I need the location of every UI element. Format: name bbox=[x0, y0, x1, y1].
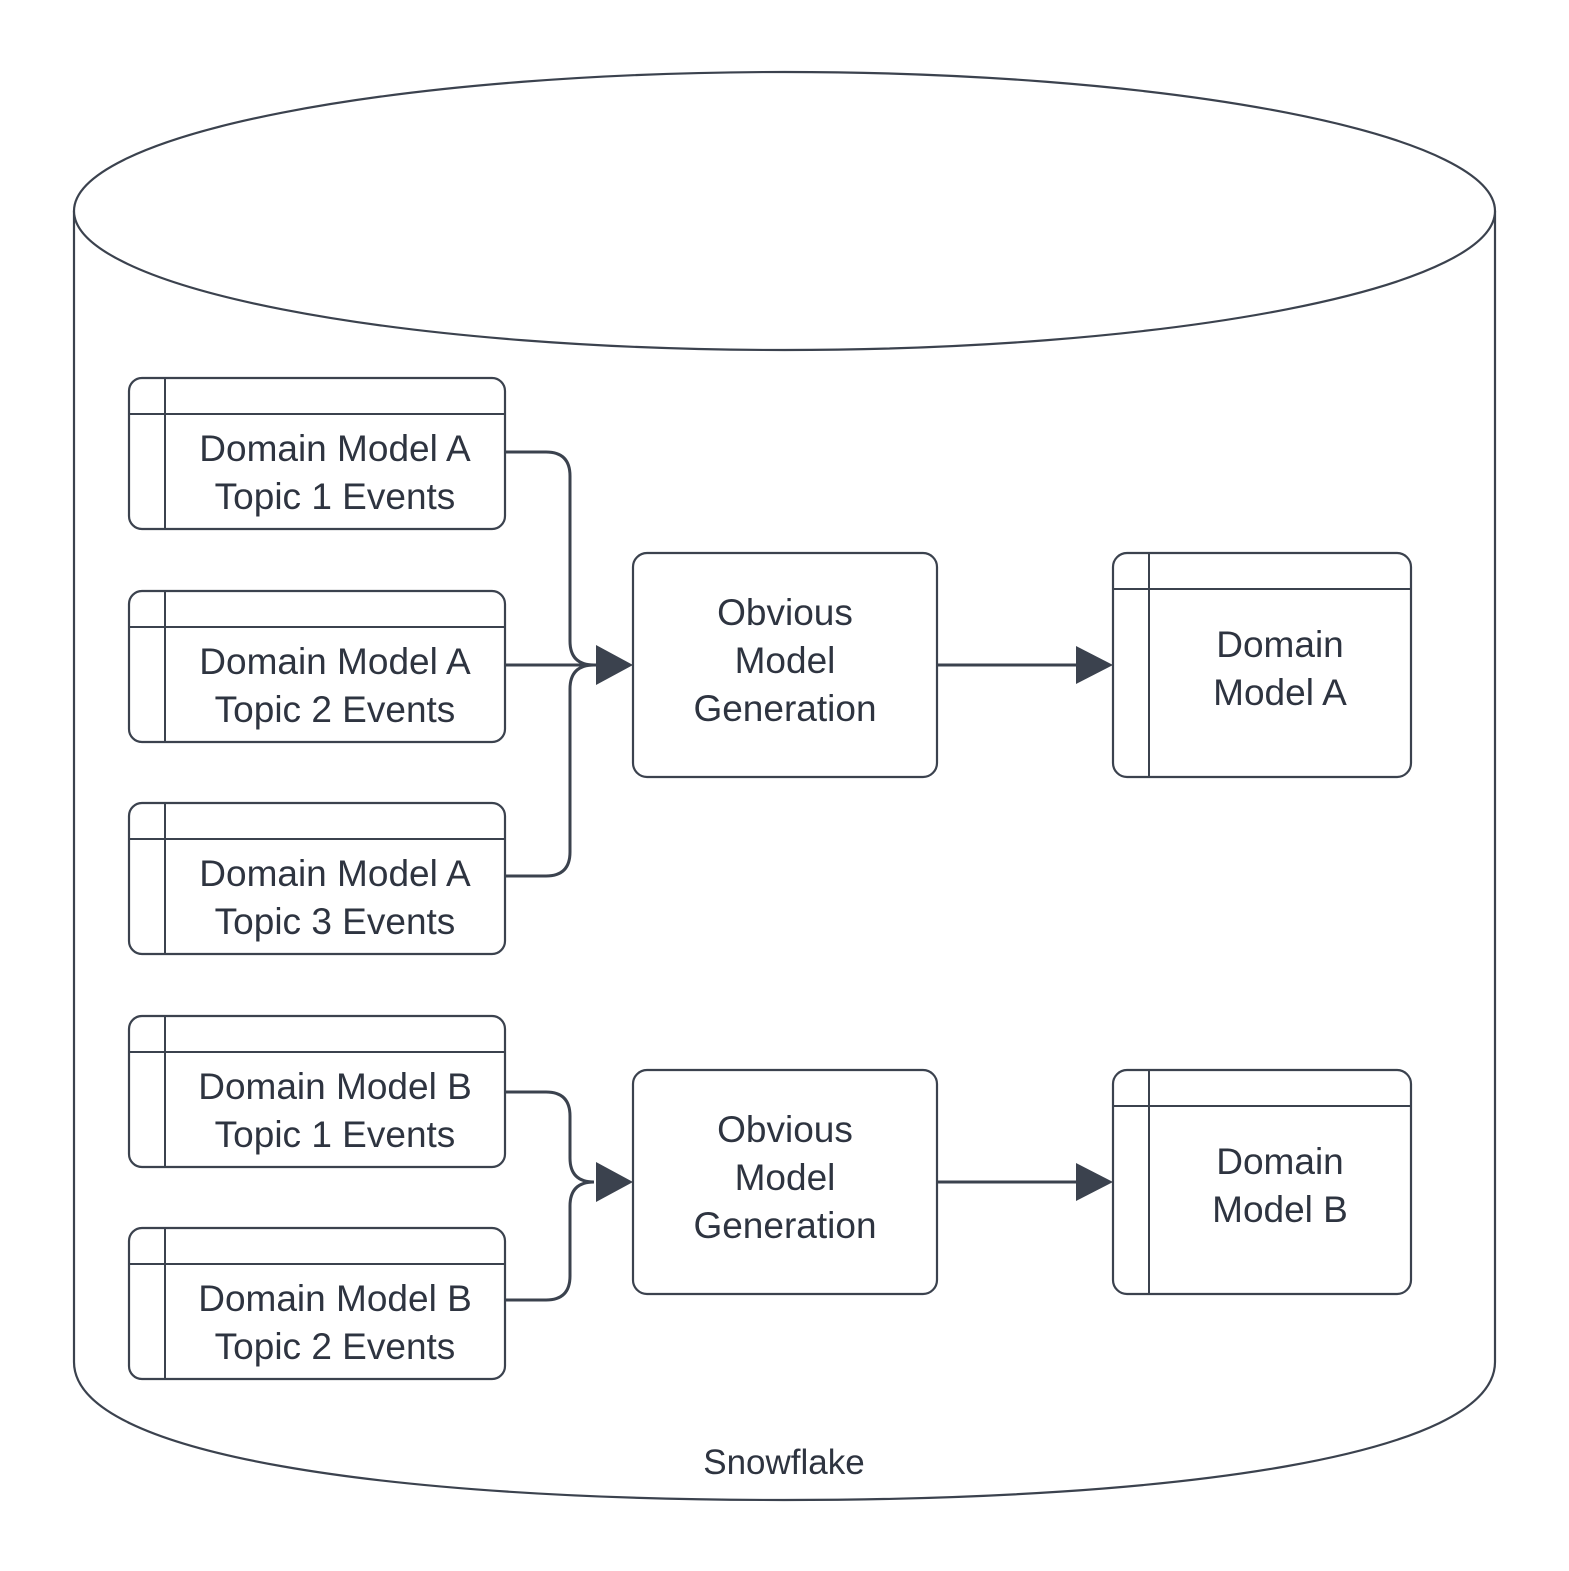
node-b-topic-2[interactable] bbox=[127, 1226, 507, 1381]
node-a-topic-1[interactable] bbox=[127, 376, 507, 531]
snowflake-cylinder bbox=[72, 70, 1497, 1502]
node-a-topic-3[interactable] bbox=[127, 801, 507, 956]
edge-b-topic-2-to-proc-b bbox=[505, 1180, 595, 1302]
edge-a-topic-1-to-proc-a bbox=[505, 450, 595, 667]
edge-a-topic-3-to-proc-a bbox=[505, 663, 595, 878]
arrowhead-proc-a-in bbox=[596, 645, 633, 685]
arrowhead-proc-b-in bbox=[596, 1162, 633, 1202]
node-b-topic-1[interactable] bbox=[127, 1014, 507, 1169]
node-proc-b[interactable] bbox=[631, 1068, 939, 1296]
node-a-topic-2[interactable] bbox=[127, 589, 507, 744]
node-proc-a[interactable] bbox=[631, 551, 939, 779]
edge-b-topic-1-to-proc-b bbox=[505, 1090, 595, 1184]
node-model-a[interactable] bbox=[1111, 551, 1413, 779]
node-model-b[interactable] bbox=[1111, 1068, 1413, 1296]
edge-proc-a-to-model-a bbox=[937, 646, 1113, 684]
edge-proc-b-to-model-b bbox=[937, 1163, 1113, 1201]
